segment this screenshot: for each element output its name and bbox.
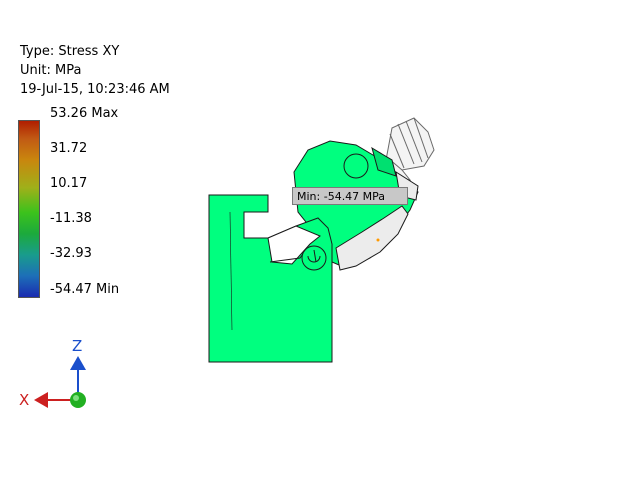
main-block <box>208 194 380 363</box>
axis-z-label: Z <box>72 337 83 355</box>
legend-label-2: 31.72 <box>50 141 88 156</box>
legend-label-min: -54.47 Min <box>50 282 120 297</box>
view-triad-icon[interactable] <box>34 356 86 408</box>
axis-x-label: X <box>19 391 30 409</box>
result-timestamp: 19-Jul-15, 10:23:46 AM <box>20 82 170 97</box>
legend-label-5: -32.93 <box>50 246 92 261</box>
legend-label-max: 53.26 Max <box>50 106 119 121</box>
min-probe-tag[interactable]: Min: -54.47 MPa <box>292 187 408 205</box>
color-legend-bar <box>18 120 40 298</box>
result-info: Type: Stress XY Unit: MPa 19-Jul-15, 10:… <box>20 42 170 99</box>
legend-label-4: -11.38 <box>50 211 92 226</box>
result-unit: Unit: MPa <box>20 63 82 78</box>
legend-label-3: 10.17 <box>50 176 88 191</box>
result-type: Type: Stress XY <box>20 44 120 59</box>
